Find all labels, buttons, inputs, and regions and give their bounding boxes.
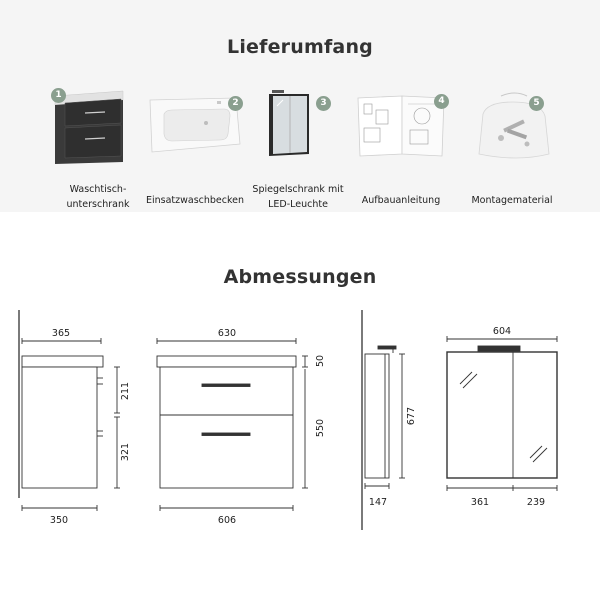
cabinet-depth: 147	[369, 497, 387, 508]
mounting-kit-image	[457, 86, 567, 164]
basin-image	[140, 86, 250, 164]
dimension-drawings: 365 350 211 321 630 606 50 550	[0, 300, 600, 530]
item-label-line1: Waschtisch-	[69, 184, 127, 195]
manual-image	[346, 86, 456, 164]
cabinet-side-view	[364, 345, 405, 489]
vanity-width-bottom: 606	[218, 515, 236, 526]
vanity-depth-bottom: 350	[50, 515, 68, 526]
scope-item-mirror-cabinet: 3 Spiegelschrank mit LED-Leuchte	[243, 86, 353, 216]
cabinet-width: 604	[493, 326, 511, 337]
item-label-line2: LED-Leuchte	[268, 199, 328, 210]
vanity-depth-top: 365	[52, 328, 70, 339]
item-number-badge: 1	[51, 88, 66, 103]
vanity-drawer-upper-height: 211	[120, 382, 131, 400]
scope-item-basin: 2 Einsatzwaschbecken	[140, 86, 250, 216]
item-label-line1: Spiegelschrank mit	[252, 184, 344, 195]
vanity-width-top: 630	[218, 328, 236, 339]
basin-height: 50	[315, 355, 326, 367]
cabinet-door-left: 361	[471, 497, 489, 508]
mirror-cabinet-image	[243, 86, 353, 164]
scope-item-mounting-kit: 5 Montagematerial	[457, 86, 567, 216]
scope-title: Lieferumfang	[227, 36, 373, 58]
item-number-badge: 5	[529, 96, 544, 111]
cabinet-height: 677	[406, 407, 417, 425]
item-label-line1: Montagematerial	[471, 195, 553, 206]
cabinet-front-view	[446, 336, 558, 491]
item-label-line1: Aufbauanleitung	[361, 195, 441, 206]
vanity-drawer-lower-height: 321	[120, 443, 131, 461]
item-number-badge: 4	[434, 94, 449, 109]
scope-item-vanity-unit: 1 Waschtisch- unterschrank	[43, 86, 153, 216]
vanity-front-view	[156, 338, 308, 511]
item-number-badge: 2	[228, 96, 243, 111]
body-height: 550	[315, 419, 326, 437]
cabinet-door-right: 239	[527, 497, 545, 508]
vanity-unit-image	[43, 86, 153, 164]
item-label-line2: unterschrank	[66, 199, 130, 210]
vanity-side-view	[21, 338, 120, 511]
scope-item-manual: 4 Aufbauanleitung	[346, 86, 456, 216]
dimensions-title: Abmessungen	[223, 266, 377, 288]
item-number-badge: 3	[316, 96, 331, 111]
item-label-line1: Einsatzwaschbecken	[145, 195, 245, 206]
